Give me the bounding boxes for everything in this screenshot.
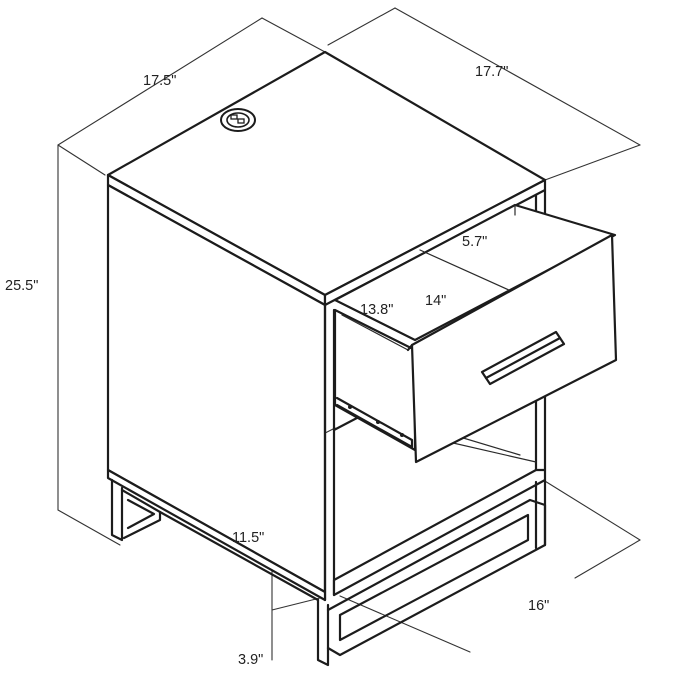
slide-rivet-2 [376, 420, 380, 424]
drawer-front [410, 233, 618, 464]
slide-rivet-1 [348, 405, 352, 409]
cabinet [106, 50, 547, 602]
drawer-depth-label: 13.8" [360, 302, 393, 318]
drawer-inner-divider [419, 249, 521, 296]
depth-dimension-line [394, 7, 641, 146]
drawer-side-top-edge [341, 314, 409, 351]
height-label: 25.5" [5, 278, 38, 294]
base-frame [110, 478, 547, 667]
drawer-slide [335, 396, 414, 449]
drawer-handle-depth [484, 336, 566, 386]
shelf-depth-extension-back [539, 477, 641, 541]
width-dimension-line [57, 17, 263, 146]
shelf-depth-line-front [339, 595, 471, 653]
leg-clearance-label: 3.9" [238, 652, 263, 668]
depth-label: 17.7" [475, 64, 508, 80]
shelf-height-label: 11.5" [232, 530, 264, 546]
drawer-interior [333, 203, 617, 342]
rear-left-leg [110, 478, 124, 542]
width-extension-right [261, 17, 326, 53]
width-label: 17.5" [143, 73, 176, 89]
leg-clearance-extension [271, 597, 321, 611]
width-extension-left [57, 144, 106, 176]
left-base-rail [158, 510, 320, 602]
left-side-frame-inner [126, 498, 156, 530]
drawer [333, 203, 618, 464]
slide-rivet-3 [400, 433, 404, 437]
dimension-labels: 17.5" 17.7" 25.5" 5.7" 13.8" 14" 11.5" 3… [5, 64, 549, 668]
usb-charging-port-icon [220, 108, 256, 132]
shelf-back-line-2 [439, 439, 537, 463]
height-extension-bottom [57, 509, 121, 546]
shelf-depth-label: 16" [528, 598, 549, 614]
shelf-depth-line-back [574, 539, 641, 579]
bottom-shelf [332, 468, 547, 597]
left-side-frame [120, 488, 162, 540]
depth-extension-back [327, 7, 396, 46]
depth-extension-front [544, 144, 641, 181]
drawer-front-edge [406, 343, 414, 352]
front-left-leg [316, 598, 330, 667]
drawer-height-label: 5.7" [462, 234, 487, 250]
front-rail-opening [338, 513, 530, 642]
drawer-width-label: 14" [425, 293, 446, 309]
base-band-left [106, 468, 327, 602]
